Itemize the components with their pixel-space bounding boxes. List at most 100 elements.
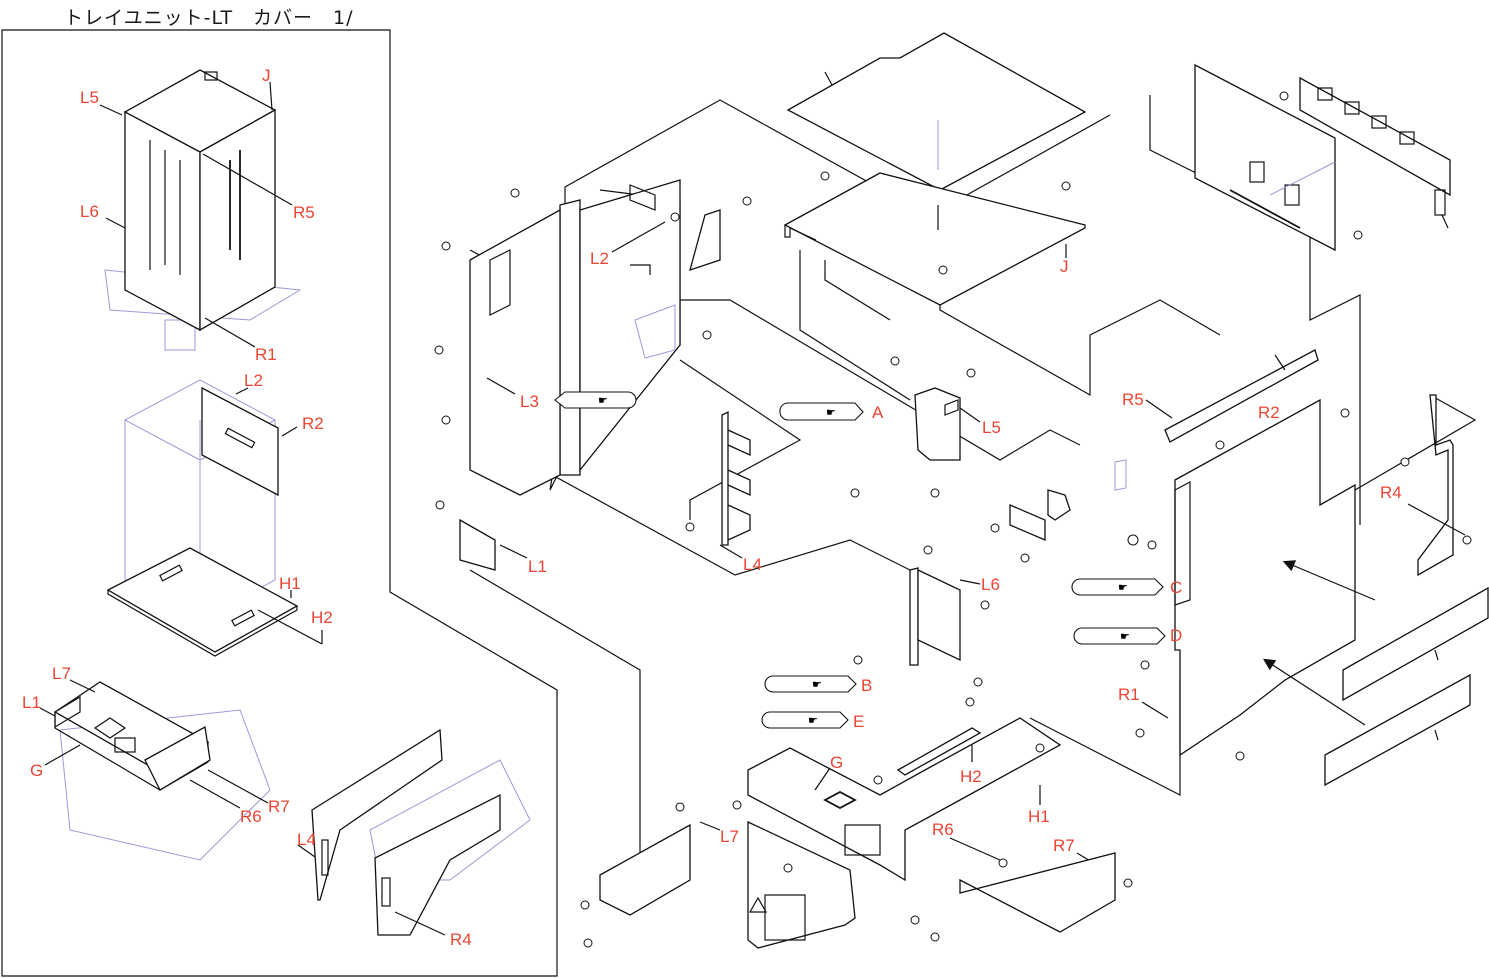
overview-frame: [1, 29, 558, 977]
screw-icon: [1127, 534, 1139, 546]
callout-L6: L6: [80, 202, 99, 221]
screw-icon: [1462, 535, 1472, 545]
callout-R2: R2: [1258, 403, 1280, 422]
screw-icon: [441, 241, 451, 251]
screw-icon: [938, 265, 948, 275]
screw-icon: [580, 900, 590, 910]
screw-icon: [930, 488, 940, 498]
screw-icon: [675, 802, 685, 812]
page-title: トレイユニット-LT カバー 1/: [64, 7, 354, 29]
callout-J: J: [262, 66, 271, 85]
screw-icon: [966, 368, 976, 378]
pointing-hand-icon: ☛: [1118, 582, 1128, 594]
callout-R7: R7: [268, 797, 290, 816]
reference-letter-C: C: [1170, 578, 1182, 597]
screw-icon: [998, 858, 1008, 868]
reference-pointer-L3[interactable]: ☛: [554, 391, 637, 409]
screws: [434, 91, 1472, 948]
reference-pointer-B[interactable]: ☛ B: [764, 675, 872, 695]
callout-L3: L3: [520, 392, 539, 411]
callout-L2: L2: [244, 371, 263, 390]
callout-L7: L7: [720, 827, 739, 846]
screw-icon: [923, 545, 933, 555]
screw-icon: [890, 356, 900, 366]
screw-icon: [850, 488, 860, 498]
screw-icon: [990, 523, 1000, 533]
reference-pointer-C[interactable]: ☛ C: [1071, 578, 1182, 597]
reference-letter-E: E: [853, 712, 864, 731]
screw-icon: [820, 171, 830, 181]
reference-pointer-A[interactable]: ☛ A: [779, 402, 884, 422]
callout-H2: H2: [311, 608, 333, 627]
screw-icon: [965, 697, 975, 707]
screw-icon: [441, 415, 451, 425]
screw-icon: [1353, 230, 1363, 240]
reference-letter-B: B: [861, 676, 872, 695]
callout-R7: R7: [1053, 836, 1075, 855]
callout-L2: L2: [590, 249, 609, 268]
screw-icon: [742, 196, 752, 206]
overview-view-2: L2 R2 H1 H2: [106, 371, 333, 657]
callout-L5: L5: [80, 88, 99, 107]
screw-icon: [1400, 457, 1410, 467]
screw-icon: [1035, 743, 1045, 753]
callout-J: J: [1060, 257, 1069, 276]
callout-R2: R2: [302, 414, 324, 433]
screw-icon: [1123, 878, 1133, 888]
callout-R6: R6: [932, 820, 954, 839]
callout-R5: R5: [1122, 390, 1144, 409]
reference-letter-D: D: [1170, 626, 1182, 645]
overview-view-3: L7 L1 G R6 R7: [22, 664, 290, 861]
callout-L4: L4: [297, 830, 316, 849]
screw-icon: [873, 775, 883, 785]
callout-H1: H1: [279, 574, 301, 593]
screw-icon: [732, 800, 742, 810]
screw-icon: [783, 863, 793, 873]
callout-R1: R1: [255, 345, 277, 364]
callout-G: G: [30, 761, 43, 780]
callout-L6: L6: [981, 575, 1000, 594]
screw-icon: [973, 677, 983, 687]
screw-icon: [434, 345, 444, 355]
screw-icon: [510, 188, 520, 198]
callout-R1: R1: [1118, 685, 1140, 704]
screw-icon: [1135, 728, 1145, 738]
top-cover-part: [786, 32, 1087, 191]
callout-R4: R4: [450, 930, 472, 949]
reference-pointer-E[interactable]: ☛ E: [761, 711, 864, 731]
screw-icon: [435, 500, 445, 510]
screw-icon: [1147, 540, 1157, 550]
screw-icon: [702, 330, 712, 340]
callout-H1: H1: [1028, 807, 1050, 826]
screw-icon: [685, 522, 695, 532]
pointing-hand-icon: ☛: [598, 395, 608, 407]
screw-icon: [930, 932, 940, 942]
screw-icon: [910, 915, 920, 925]
screw-icon: [1279, 91, 1289, 101]
screw-icon: [583, 938, 593, 948]
screw-icon: [1340, 408, 1350, 418]
screw-icon: [1140, 660, 1150, 670]
pointing-hand-icon: ☛: [808, 715, 818, 727]
overview-view-1: L5 J L6 R5 R1: [80, 66, 315, 364]
screw-icon: [1235, 751, 1245, 761]
callout-H2: H2: [960, 767, 982, 786]
reference-letter-A: A: [872, 403, 884, 422]
callout-R4: R4: [1380, 483, 1402, 502]
exploded-view: J L2 L3 L1 L4 L5 L6: [459, 32, 1489, 949]
callout-L7: L7: [52, 664, 71, 683]
pointing-hand-icon: ☛: [812, 679, 822, 691]
screw-icon: [1020, 553, 1030, 563]
callout-G: G: [830, 753, 843, 772]
callout-L4: L4: [743, 555, 762, 574]
callout-R6: R6: [240, 807, 262, 826]
screw-icon: [980, 600, 990, 610]
callout-L5: L5: [982, 418, 1001, 437]
pointing-hand-icon: ☛: [1120, 631, 1130, 643]
screw-icon: [1215, 440, 1225, 450]
overview-view-4: L4 R4: [297, 728, 531, 949]
callout-L1: L1: [528, 557, 547, 576]
callout-R5: R5: [293, 203, 315, 222]
reference-pointer-D[interactable]: ☛ D: [1073, 626, 1182, 645]
